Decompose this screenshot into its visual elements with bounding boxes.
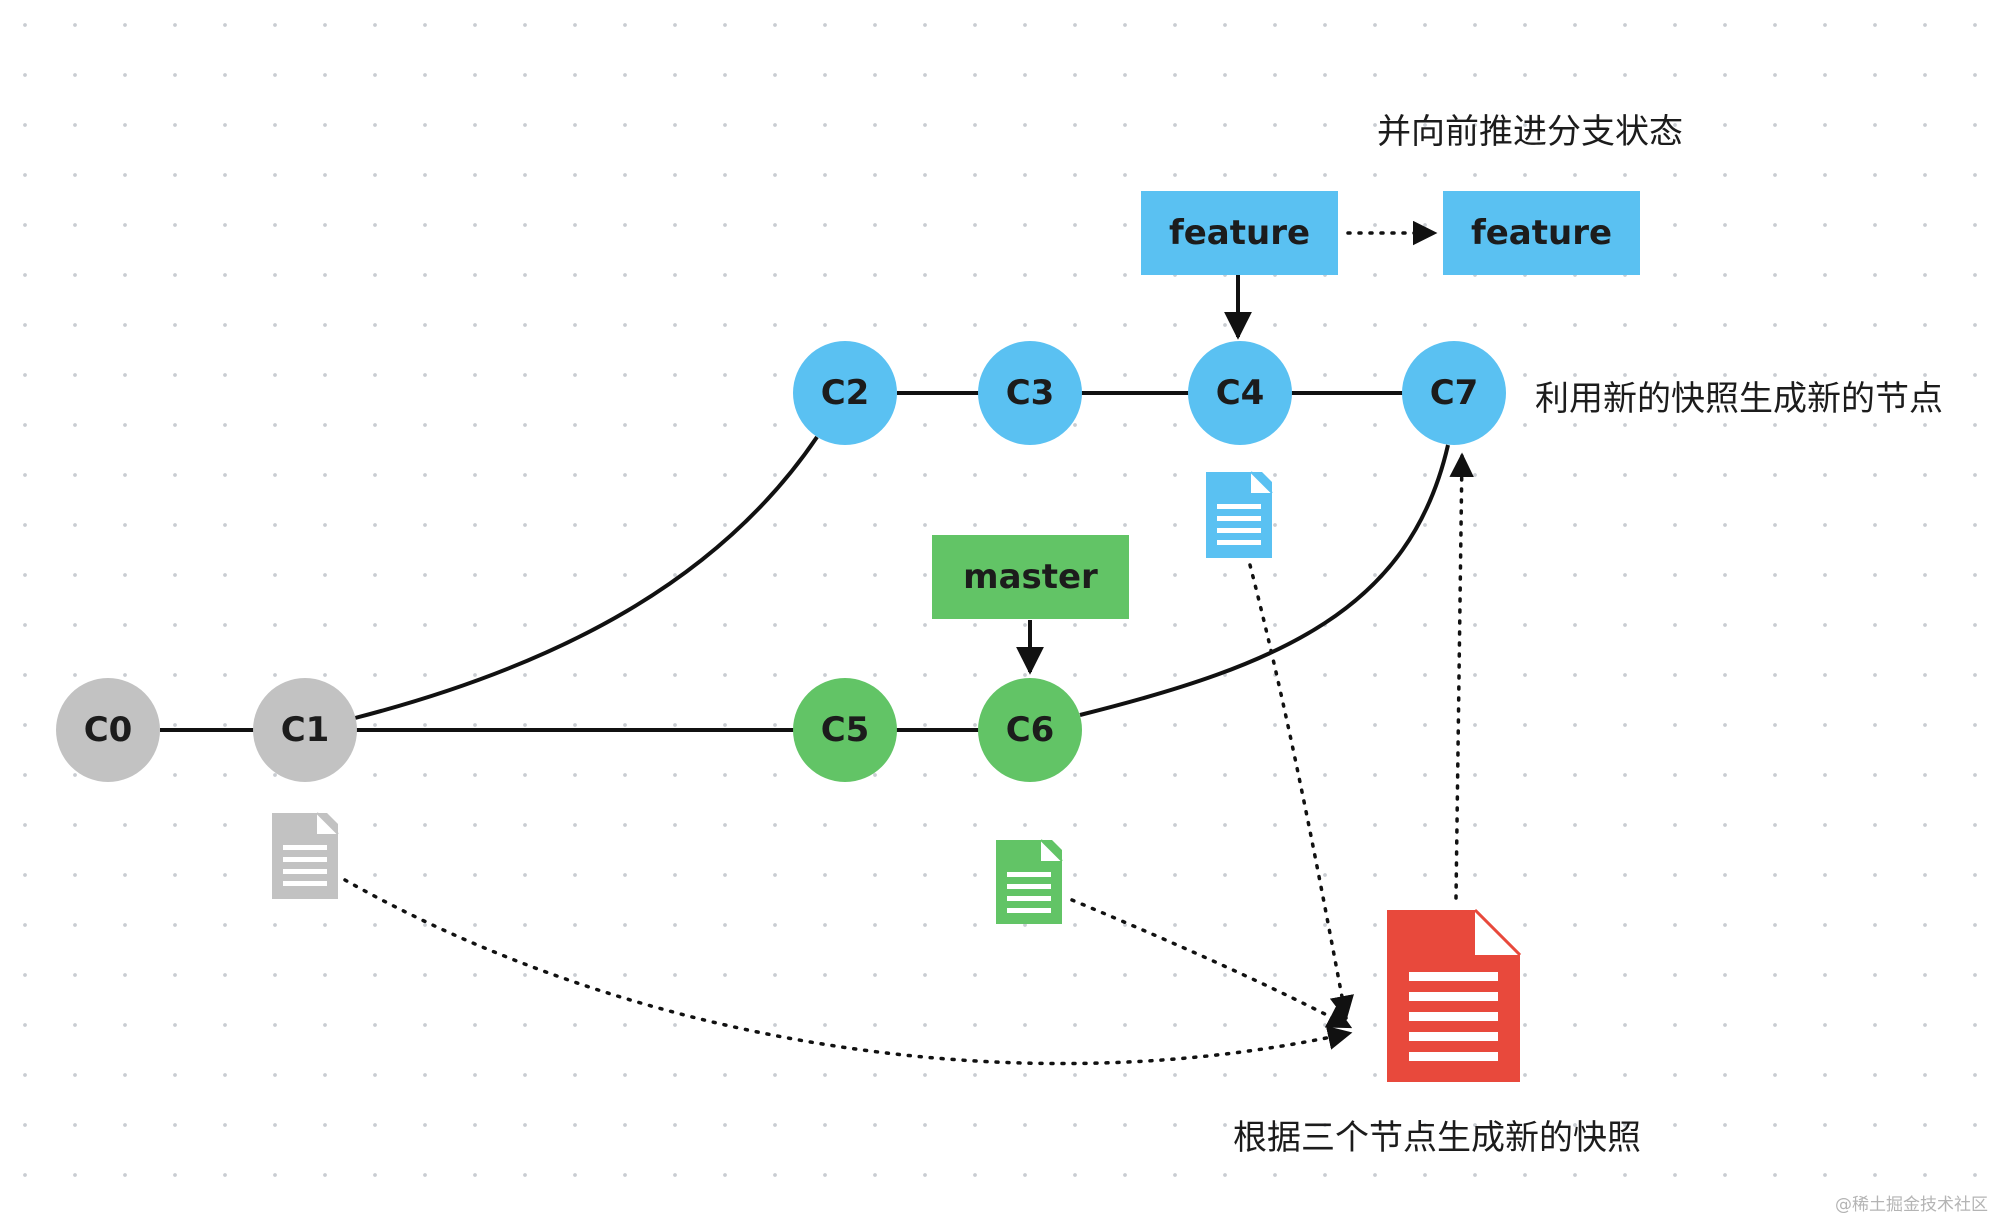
commit-c0: C0 (56, 678, 160, 782)
branch-label-feature-new: feature (1443, 191, 1640, 275)
dotted-arrows (343, 220, 1474, 1066)
merged-snapshot-document-icon (1387, 908, 1522, 1082)
branch-label-master: master (932, 535, 1129, 619)
branch-label-feature-old: feature (1141, 191, 1338, 275)
c1-snapshot-to-merge-arrow (343, 878, 1353, 1066)
edge-c1-c2 (354, 435, 819, 720)
commit-c5: C5 (793, 678, 897, 782)
document-icon (272, 812, 339, 899)
edge-c6-c7 (1079, 444, 1450, 717)
caption-advance-branch: 并向前推进分支状态 (1377, 112, 1683, 152)
c4-snapshot-to-merge-arrow (1248, 563, 1354, 1021)
caption-new-commit: 利用新的快照生成新的节点 (1535, 379, 1943, 419)
commit-c6: C6 (978, 678, 1082, 782)
watermark: @稀土掘金技术社区 (1835, 1195, 1988, 1215)
document-icon (1206, 471, 1273, 558)
document-icon (996, 839, 1063, 924)
commit-c3: C3 (978, 341, 1082, 445)
commit-c2: C2 (793, 341, 897, 445)
caption-new-snapshot: 根据三个节点生成新的快照 (1233, 1118, 1641, 1158)
branch-pointers (1016, 275, 1252, 675)
c6-snapshot-to-merge-arrow (1070, 898, 1353, 1029)
commit-c4: C4 (1188, 341, 1292, 445)
commit-edges (160, 391, 1450, 732)
merge-snapshot-to-c7-arrow (1449, 452, 1474, 900)
commit-c7: C7 (1402, 341, 1506, 445)
commit-c1: C1 (253, 678, 357, 782)
